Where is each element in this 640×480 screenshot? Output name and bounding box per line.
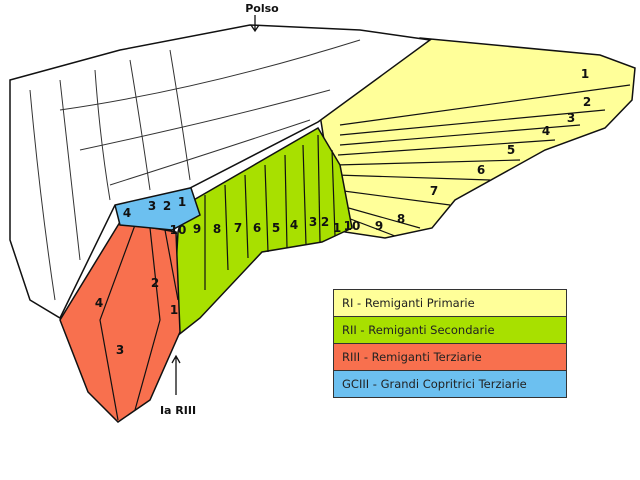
wrist-label: Polso — [245, 2, 279, 15]
wrist-arrow — [250, 15, 260, 33]
tertiary-number: 2 — [151, 276, 159, 290]
tertiary-number: 4 — [95, 296, 103, 310]
primary-feather-lines — [335, 84, 631, 237]
secondary-number: 3 — [309, 215, 317, 229]
legend-primaries: RI - Remiganti Primarie — [334, 290, 566, 317]
legend-tertiary-coverts: GCIII - Grandi Copritrici Terziarie — [334, 371, 566, 397]
covert-number: 4 — [123, 206, 131, 220]
primary-number: 5 — [507, 143, 515, 157]
secondary-feather-lines — [204, 134, 336, 290]
primary-numbers: 1 2 3 4 5 6 7 8 9 10 — [344, 67, 592, 233]
first-tertiary-arrow — [171, 354, 181, 395]
first-tertiary-label: Ia RIII — [160, 404, 196, 417]
covert-number: 1 — [178, 195, 186, 209]
tertiary-number: 3 — [116, 343, 124, 357]
tertiary-numbers: 1 2 3 4 — [95, 276, 178, 357]
legend-tertiaries: RIII - Remiganti Terziarie — [334, 344, 566, 371]
primary-number: 4 — [542, 124, 550, 138]
covert-number: 3 — [148, 199, 156, 213]
primary-number: 7 — [430, 184, 438, 198]
legend: RI - Remiganti Primarie RII - Remiganti … — [333, 289, 567, 398]
primary-number: 1 — [581, 67, 589, 81]
primary-number: 3 — [567, 111, 575, 125]
tertiaries-region — [59, 221, 181, 423]
secondary-numbers: 1 2 3 4 5 6 7 8 9 10 — [170, 215, 342, 237]
secondary-number: 7 — [234, 221, 242, 235]
secondary-number: 5 — [272, 221, 280, 235]
secondary-number: 10 — [170, 223, 187, 237]
primary-number: 8 — [397, 212, 405, 226]
secondary-number: 6 — [253, 221, 261, 235]
legend-secondaries: RII - Remiganti Secondarie — [334, 317, 566, 344]
wing-coverts-region — [9, 24, 432, 320]
primary-number: 9 — [375, 219, 383, 233]
covert-numbers: 1 2 3 4 — [123, 195, 186, 220]
secondary-number: 9 — [193, 222, 201, 236]
tertiary-feather-lines — [99, 224, 179, 421]
primary-number: 6 — [477, 163, 485, 177]
secondary-number: 1 — [333, 221, 341, 235]
tertiary-number: 1 — [170, 303, 178, 317]
covert-feather-lines — [29, 39, 361, 301]
primary-number: 10 — [344, 219, 361, 233]
secondary-number: 4 — [290, 218, 298, 232]
primary-number: 2 — [583, 95, 591, 109]
secondary-number: 2 — [321, 215, 329, 229]
secondary-number: 8 — [213, 222, 221, 236]
covert-number: 2 — [163, 199, 171, 213]
